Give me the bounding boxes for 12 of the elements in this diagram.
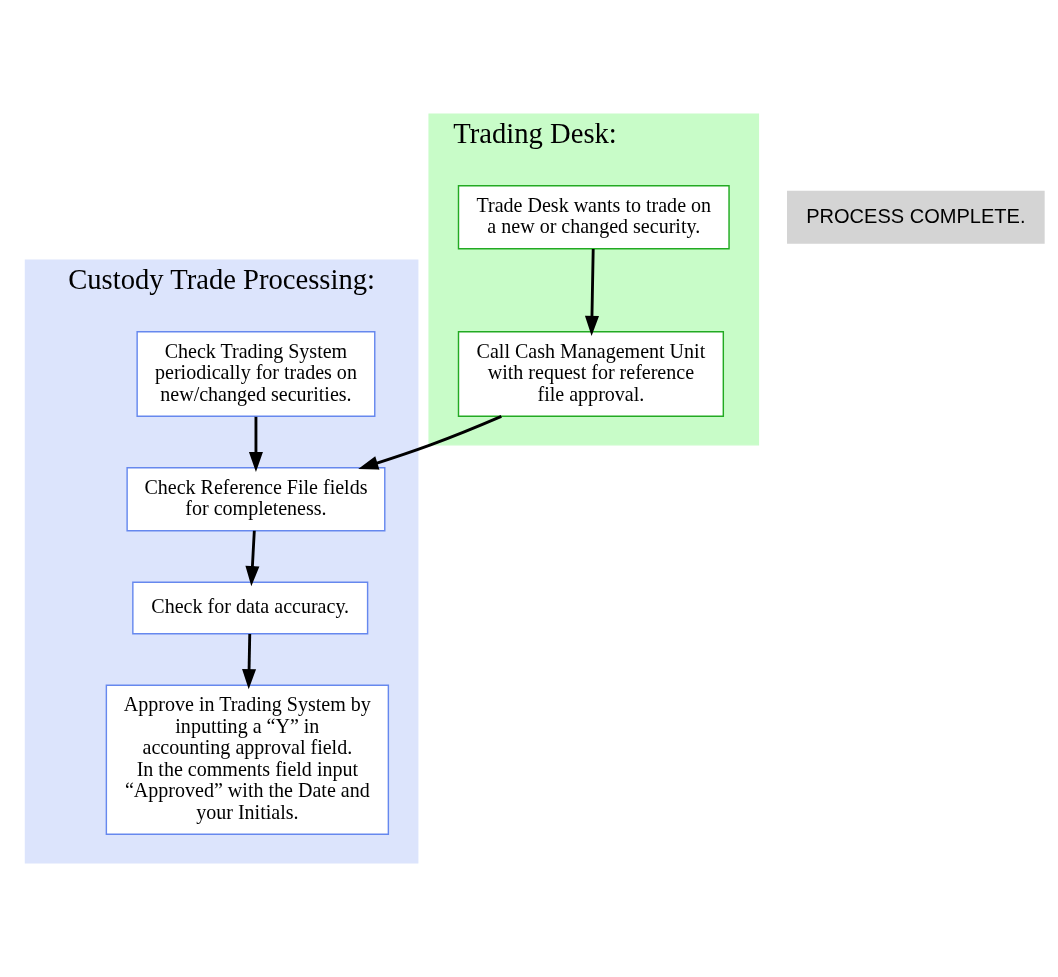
node-box: Check Reference File fields for completeness. bbox=[126, 467, 386, 532]
arrow bbox=[248, 416, 263, 472]
node-box: Call Cash Management Unit with request for reference file approval. bbox=[457, 331, 725, 417]
arrow bbox=[584, 249, 599, 337]
arrow bbox=[358, 415, 502, 470]
node-box: Check for data accuracy. bbox=[132, 581, 369, 635]
node-box: Trade Desk wants to trade on a new or changed security. bbox=[457, 185, 730, 250]
arrow bbox=[242, 634, 257, 690]
node-box: Check Trading System periodically for trades on new/changed securities. bbox=[136, 331, 376, 417]
arrow bbox=[245, 530, 260, 587]
node-box: Approve in Trading System by inputting a “Y” in accounting approval field. In the comments field input “Approved” with the Date and your Initials. bbox=[105, 684, 390, 835]
node-box: PROCESS COMPLETE. bbox=[787, 190, 1045, 244]
